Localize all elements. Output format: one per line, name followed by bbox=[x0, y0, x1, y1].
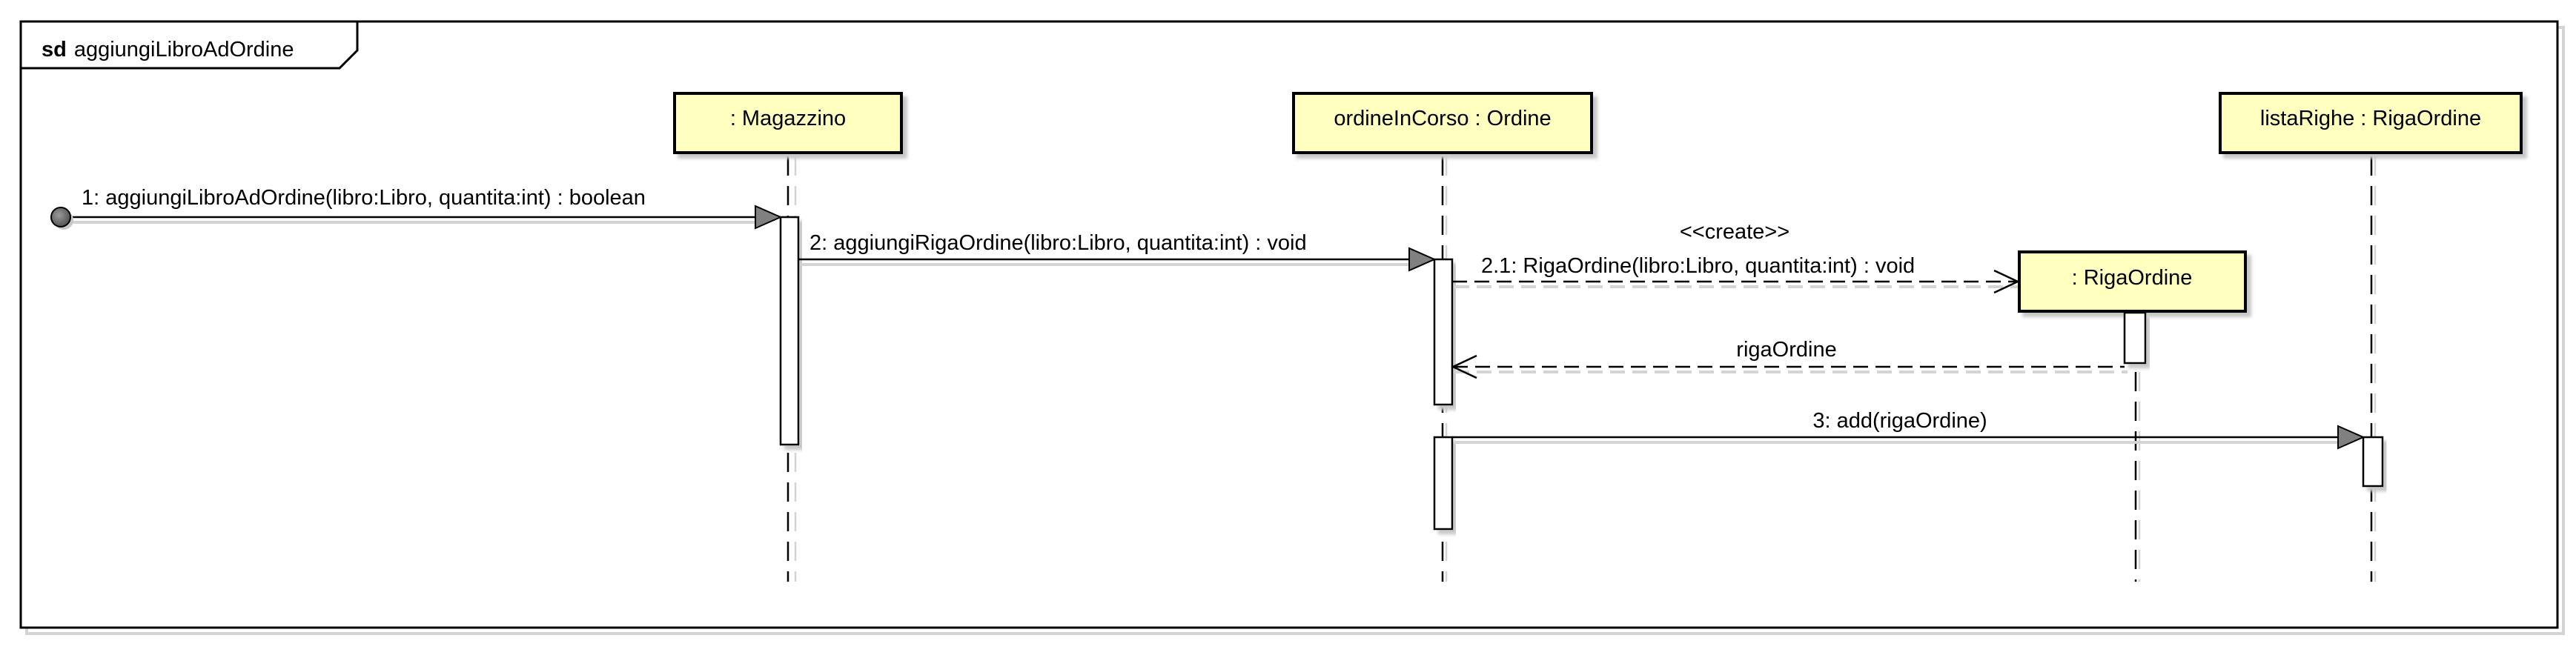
message-label: 3: add(rigaOrdine) bbox=[1812, 409, 1987, 433]
lifeline-label: ordineInCorso : Ordine bbox=[1334, 107, 1551, 130]
lifeline-box bbox=[1292, 92, 1593, 154]
lifeline-label: : RigaOrdine bbox=[2072, 266, 2193, 290]
frame-title: sd aggiungiLibroAdOrdine bbox=[42, 38, 294, 62]
message-label: 1: aggiungiLibroAdOrdine(libro:Libro, qu… bbox=[82, 186, 646, 210]
sync-arrow-head-icon bbox=[1408, 247, 1437, 272]
lifeline-ordine[interactable]: ordineInCorso : Ordine bbox=[1292, 92, 1593, 154]
sync-arrow-head-icon bbox=[755, 205, 783, 230]
found-message-dot bbox=[50, 207, 71, 227]
message-label: 2: aggiungiRigaOrdine(libro:Libro, quant… bbox=[809, 231, 1307, 255]
open-arrow-head-icon bbox=[1993, 269, 2020, 294]
lifeline-listarighe[interactable]: listaRighe : RigaOrdine bbox=[2219, 92, 2523, 154]
activation-listarighe bbox=[2362, 436, 2384, 488]
message-return-rigaordine[interactable]: rigaOrdine bbox=[1451, 338, 2128, 379]
lifeline-box bbox=[673, 92, 903, 154]
activation-bars bbox=[779, 216, 2384, 531]
sync-arrow-head-icon bbox=[2337, 425, 2365, 450]
frame-label-box bbox=[19, 20, 359, 70]
frame-keyword: sd bbox=[42, 38, 67, 62]
message-3[interactable]: 3: add(rigaOrdine) bbox=[1452, 409, 2365, 450]
lifeline-magazzino[interactable]: : Magazzino bbox=[673, 92, 903, 154]
message-2[interactable]: 2: aggiungiRigaOrdine(libro:Libro, quant… bbox=[798, 231, 1437, 272]
frame-name: aggiungiLibroAdOrdine bbox=[74, 38, 294, 62]
message-label: rigaOrdine bbox=[1736, 338, 1836, 362]
lifeline-rigaordine-created[interactable]: : RigaOrdine bbox=[2018, 250, 2247, 313]
message-1[interactable]: 1: aggiungiLibroAdOrdine(libro:Libro, qu… bbox=[50, 186, 783, 230]
message-stereotype: <<create>> bbox=[1680, 220, 1789, 244]
lifeline-label: : Magazzino bbox=[730, 107, 846, 130]
activation-ordine-2 bbox=[1433, 436, 1454, 531]
open-arrow-head-icon bbox=[1451, 354, 1477, 379]
lifeline-box bbox=[2219, 92, 2523, 154]
activation-magazzino bbox=[779, 216, 800, 446]
message-2-1-create[interactable]: <<create>> 2.1: RigaOrdine(libro:Libro, … bbox=[1452, 220, 2020, 294]
message-label: 2.1: RigaOrdine(libro:Libro, quantita:in… bbox=[1481, 254, 1915, 278]
activation-rigaordine bbox=[2123, 311, 2147, 365]
lifeline-label: listaRighe : RigaOrdine bbox=[2260, 107, 2481, 130]
lifeline-box bbox=[2018, 250, 2247, 313]
activation-ordine-1 bbox=[1433, 258, 1454, 406]
